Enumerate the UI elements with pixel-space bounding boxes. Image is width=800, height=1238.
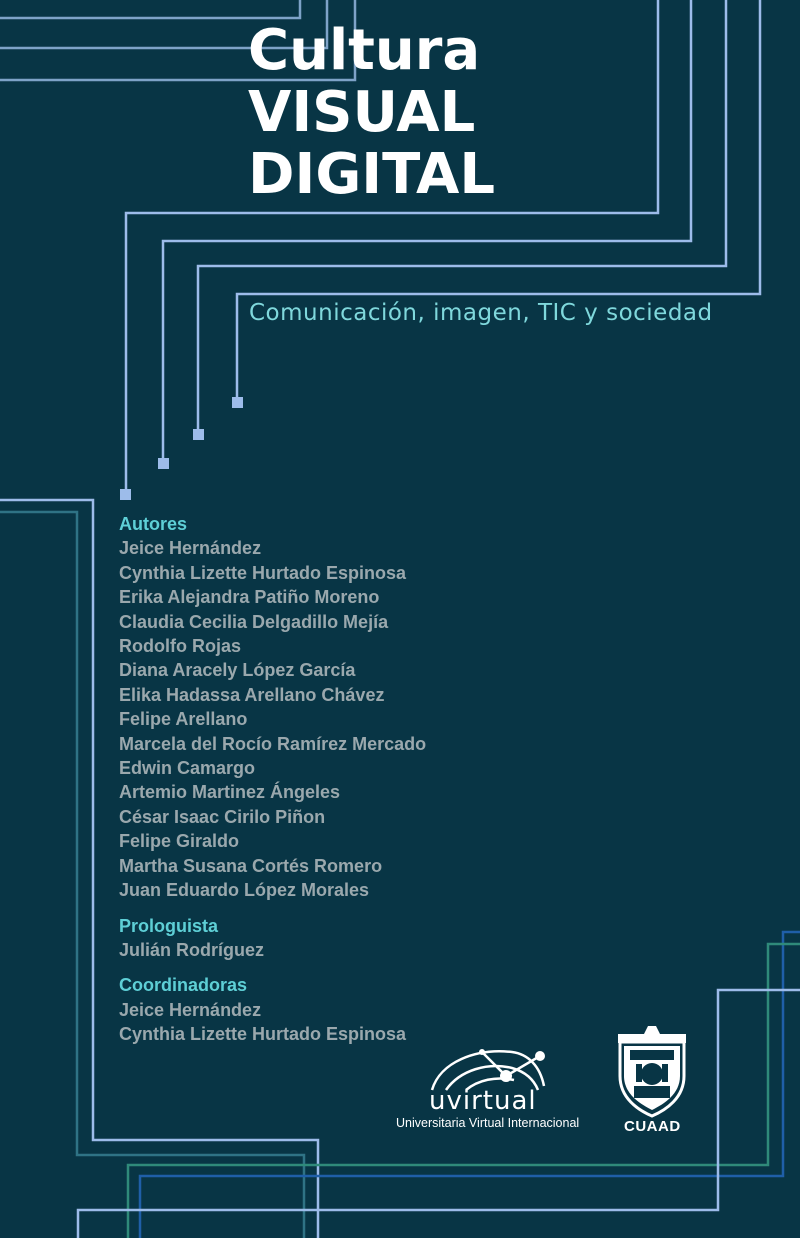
book-title: Cultura VISUAL DIGITAL <box>248 20 495 206</box>
credits-block: Autores Jeice Hernández Cynthia Lizette … <box>119 512 426 1058</box>
authors-heading: Autores <box>119 514 188 534</box>
coordinators-heading: Coordinadoras <box>119 975 248 996</box>
prologue-author-name: Julián Rodríguez <box>119 939 265 960</box>
udg-virtual-subtitle: Universitaria Virtual Internacional <box>396 1116 580 1130</box>
author-name: Diana Aracely López García <box>119 660 356 681</box>
prologue-heading: Prologuista <box>119 915 219 936</box>
title-line-1: Cultura <box>248 18 481 83</box>
author-name: Elika Hadassa Arellano Chávez <box>119 684 385 705</box>
book-subtitle: Comunicación, imagen, TIC y sociedad <box>249 300 713 326</box>
cuaad-logo: CUAAD <box>614 1024 690 1140</box>
coordinator-name: Jeice Hernández <box>119 999 262 1020</box>
coordinators-group: Coordinadoras Jeice Hernández Cynthia Li… <box>119 973 426 1046</box>
globe-network-icon <box>430 1049 546 1091</box>
coordinator-name: Cynthia Lizette Hurtado Espinosa <box>119 1024 407 1045</box>
title-line-2: VISUAL <box>248 80 476 145</box>
authors-group: Autores Jeice Hernández Cynthia Lizette … <box>119 512 426 903</box>
author-name: Felipe Giraldo <box>119 831 240 852</box>
author-name: Juan Eduardo López Morales <box>119 880 370 901</box>
author-name: Claudia Cecilia Delgadillo Mejía <box>119 611 389 632</box>
author-name: Jeice Hernández <box>119 538 262 559</box>
author-name: Felipe Arellano <box>119 709 248 730</box>
author-name: Artemio Martinez Ángeles <box>119 782 341 803</box>
author-name: Rodolfo Rojas <box>119 636 241 657</box>
cuaad-wordmark: CUAAD <box>624 1118 681 1135</box>
prologue-group: Prologuista Julián Rodríguez <box>119 914 426 963</box>
author-name: Cynthia Lizette Hurtado Espinosa <box>119 562 407 583</box>
title-line-3: DIGITAL <box>248 142 495 207</box>
author-name: Marcela del Rocío Ramírez Mercado <box>119 733 427 754</box>
university-crest-icon <box>618 1026 686 1118</box>
author-name: César Isaac Cirilo Piñon <box>119 806 326 827</box>
author-name: Edwin Camargo <box>119 758 256 779</box>
author-name: Erika Alejandra Patiño Moreno <box>119 587 380 608</box>
author-name: Martha Susana Cortés Romero <box>119 855 383 876</box>
udg-virtual-wordmark: uvirtual <box>429 1086 537 1116</box>
